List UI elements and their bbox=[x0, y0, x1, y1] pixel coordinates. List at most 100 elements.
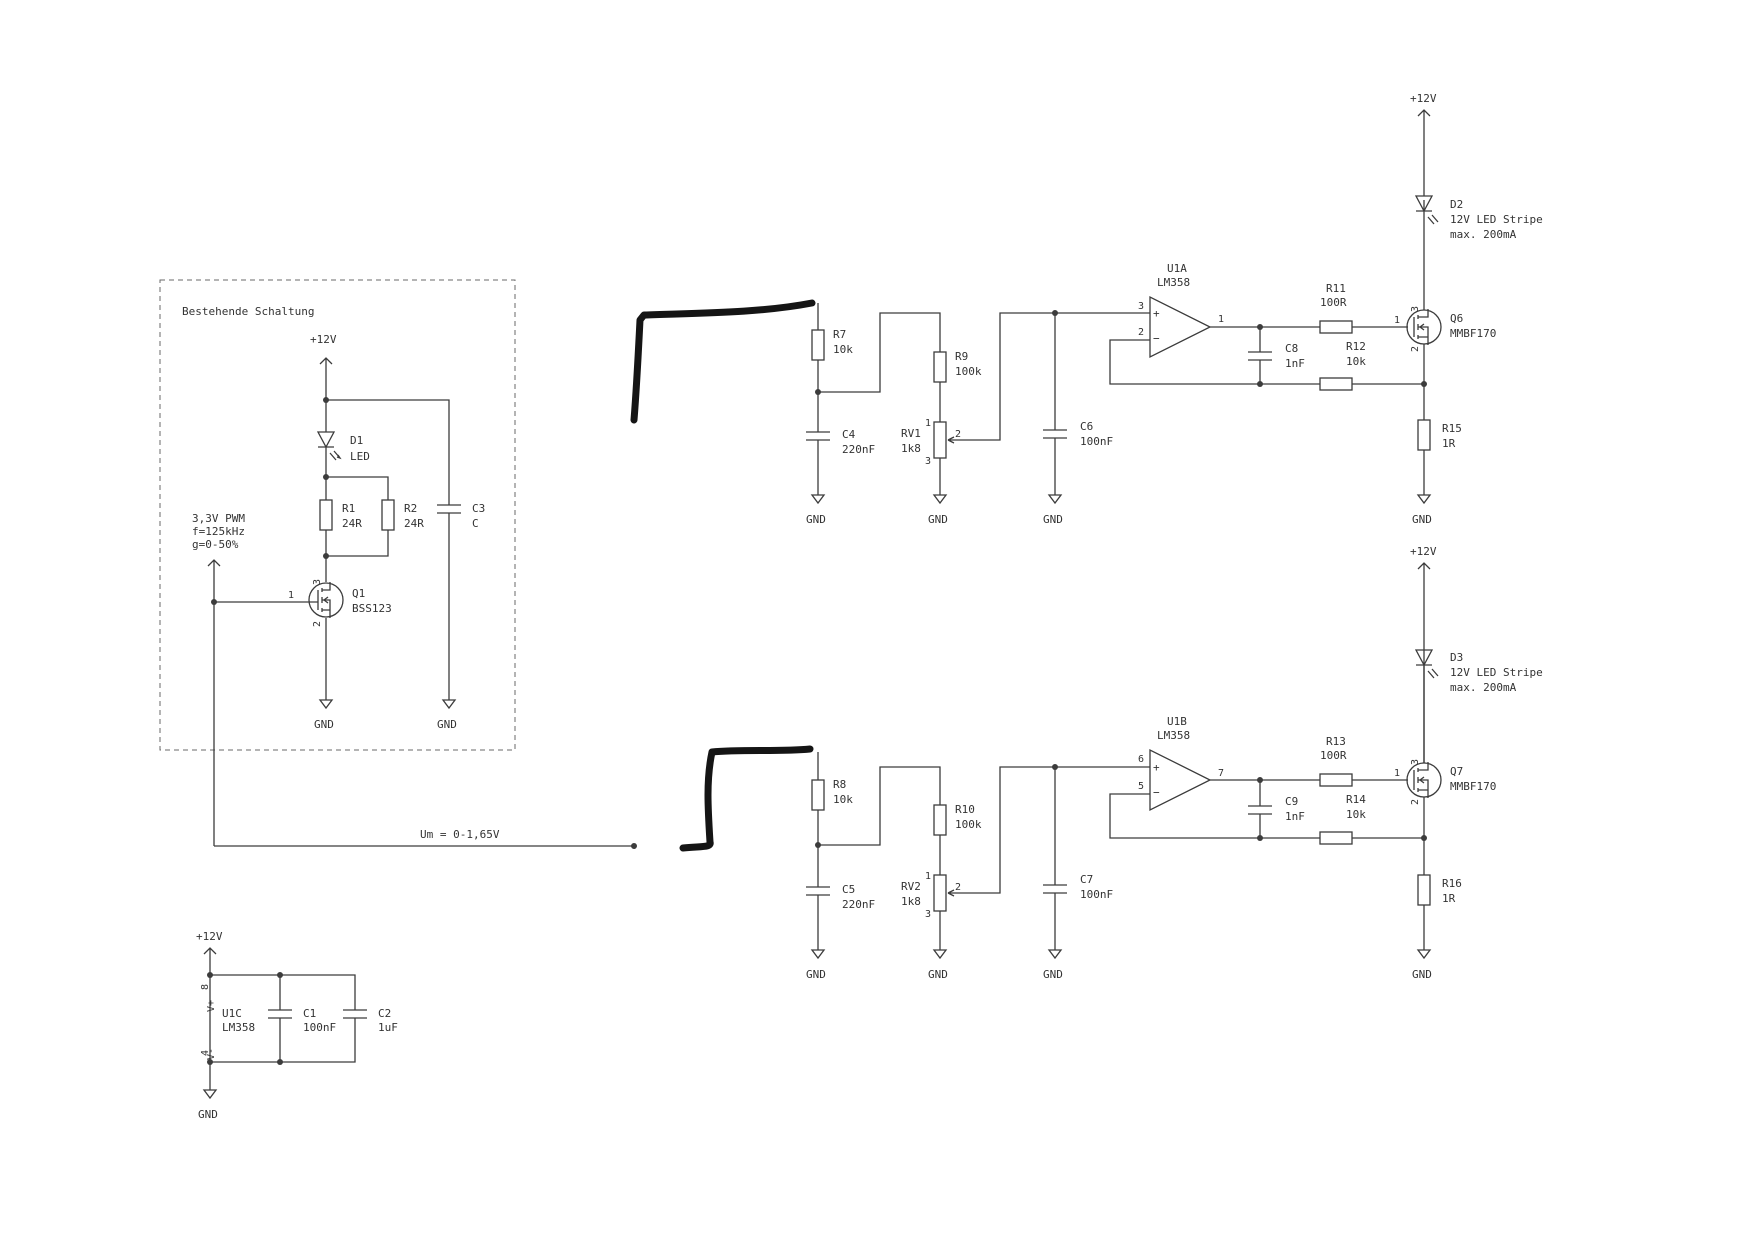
r8-value: 10k bbox=[833, 793, 853, 806]
channel-a: R7 10k C4 220nF GND R9 100k 1 2 3 bbox=[806, 92, 1543, 526]
opamp-u1a: + − 3 2 1 U1A LM358 bbox=[1055, 262, 1320, 385]
ground-symbol-q1: GND bbox=[314, 699, 334, 731]
r9-ref: R9 bbox=[955, 350, 968, 363]
ground-symbol-c3: GND bbox=[437, 699, 457, 731]
capacitor-c3: C3 C bbox=[437, 502, 485, 700]
r12-ref: R12 bbox=[1346, 340, 1366, 353]
u1a-pin-minus: 2 bbox=[1138, 327, 1144, 338]
resistor-r9: R9 100k bbox=[933, 350, 982, 383]
r8-ref: R8 bbox=[833, 778, 846, 791]
pwm-line2: f=125kHz bbox=[192, 525, 245, 538]
power-section: +12V 8 V+ 4 V- U1C LM358 C1 100nF C2 1uF… bbox=[196, 930, 398, 1121]
c6-ref: C6 bbox=[1080, 420, 1093, 433]
rv2-pin2: 2 bbox=[955, 882, 961, 893]
resistor-r7: R7 10k bbox=[811, 328, 853, 361]
d2-ref: D2 bbox=[1450, 198, 1463, 211]
q6-pin-source: 2 bbox=[1410, 346, 1421, 352]
u1a-pin-plus: 3 bbox=[1138, 301, 1144, 312]
r1-ref: R1 bbox=[342, 502, 355, 515]
channel-b: R8 10k C5 220nF GND R10 100k 1 2 3 RV2 1… bbox=[806, 545, 1543, 981]
c3-value: C bbox=[472, 517, 479, 530]
rv1-pin2: 2 bbox=[955, 429, 961, 440]
ground-symbol-power: GND bbox=[198, 1089, 218, 1121]
u1c-ref: U1C bbox=[222, 1007, 242, 1020]
q1-pin-gate: 1 bbox=[288, 590, 294, 601]
pwm-input: 3,3V PWM f=125kHz g=0-50% bbox=[192, 512, 245, 846]
resistor-r10: R10 100k bbox=[933, 803, 982, 836]
rv1-ref: RV1 bbox=[901, 427, 921, 440]
d3-note: max. 200mA bbox=[1450, 681, 1517, 694]
gnd-c4: GND bbox=[806, 513, 826, 526]
r1-value: 24R bbox=[342, 517, 362, 530]
um-label: Um = 0-1,65V bbox=[420, 828, 500, 841]
r10-ref: R10 bbox=[955, 803, 975, 816]
c9-value: 1nF bbox=[1285, 810, 1305, 823]
u1c-pin-vp: 8 bbox=[200, 984, 211, 990]
r11-ref: R11 bbox=[1326, 282, 1346, 295]
q6-pin-gate: 1 bbox=[1394, 315, 1400, 326]
capacitor-c5: C5 220nF GND bbox=[806, 883, 875, 981]
d1-ref: D1 bbox=[350, 434, 363, 447]
u1a-pin-out: 1 bbox=[1218, 314, 1224, 325]
potentiometer-rv1: 1 2 3 RV1 1k8 GND bbox=[901, 312, 1055, 526]
d2-supply: +12V bbox=[1410, 92, 1437, 105]
capacitor-c4: C4 220nF GND bbox=[806, 428, 875, 526]
u1a-minus: − bbox=[1153, 332, 1160, 345]
capacitor-c1: C1 100nF bbox=[268, 1007, 336, 1034]
u1a-value: LM358 bbox=[1157, 276, 1190, 289]
q7-ref: Q7 bbox=[1450, 765, 1463, 778]
u1b-pin-minus: 5 bbox=[1138, 781, 1144, 792]
u1c-vp-label: V+ bbox=[206, 1000, 217, 1012]
capacitor-c8: C8 1nF bbox=[1248, 327, 1305, 384]
hand-drawn-marks bbox=[630, 299, 816, 852]
c8-ref: C8 bbox=[1285, 342, 1298, 355]
resistor-r2: R2 24R bbox=[381, 499, 424, 531]
power-symbol-12v-existing: +12V bbox=[310, 333, 337, 400]
c2-value: 1uF bbox=[378, 1021, 398, 1034]
c7-ref: C7 bbox=[1080, 873, 1093, 886]
opamp-u1b: + − 6 5 7 U1B LM358 bbox=[1055, 715, 1320, 839]
mosfet-q1: 1 3 2 Q1 BSS123 bbox=[214, 556, 392, 700]
q6-value: MMBF170 bbox=[1450, 327, 1496, 340]
rv2-ref: RV2 bbox=[901, 880, 921, 893]
rv2-value: 1k8 bbox=[901, 895, 921, 908]
d3-ref: D3 bbox=[1450, 651, 1463, 664]
q7-pin-source: 2 bbox=[1410, 799, 1421, 805]
mosfet-q6: 1 3 2 Q6 MMBF170 bbox=[1394, 200, 1496, 420]
capacitor-c6: C6 100nF GND bbox=[1043, 420, 1113, 526]
rv1-value: 1k8 bbox=[901, 442, 921, 455]
r15-value: 1R bbox=[1442, 437, 1456, 450]
q7-pin-gate: 1 bbox=[1394, 768, 1400, 779]
gnd-rv1: GND bbox=[928, 513, 948, 526]
rv2-pin1: 1 bbox=[925, 871, 931, 882]
supply-label: +12V bbox=[310, 333, 337, 346]
r13-ref: R13 bbox=[1326, 735, 1346, 748]
gnd-label-2: GND bbox=[437, 718, 457, 731]
c8-value: 1nF bbox=[1285, 357, 1305, 370]
u1b-value: LM358 bbox=[1157, 729, 1190, 742]
u1b-pin-out: 7 bbox=[1218, 768, 1224, 779]
c1-ref: C1 bbox=[303, 1007, 316, 1020]
d1-value: LED bbox=[350, 450, 370, 463]
r11-value: 100R bbox=[1320, 296, 1347, 309]
u1b-pin-plus: 6 bbox=[1138, 754, 1144, 765]
r14-ref: R14 bbox=[1346, 793, 1366, 806]
resistor-r16: R16 1R GND bbox=[1412, 874, 1462, 981]
pwm-line1: 3,3V PWM bbox=[192, 512, 245, 525]
q6-ref: Q6 bbox=[1450, 312, 1463, 325]
gnd-rv2: GND bbox=[928, 968, 948, 981]
existing-circuit-frame bbox=[159, 279, 516, 751]
gnd-r15: GND bbox=[1412, 513, 1432, 526]
d2-value: 12V LED Stripe bbox=[1450, 213, 1543, 226]
resistor-r15: R15 1R GND bbox=[1412, 419, 1462, 526]
rv2-pin3: 3 bbox=[925, 909, 931, 920]
r10-value: 100k bbox=[955, 818, 982, 831]
resistor-r11: R11 100R bbox=[1319, 282, 1353, 334]
r14-value: 10k bbox=[1346, 808, 1366, 821]
c1-value: 100nF bbox=[303, 1021, 336, 1034]
q6-pin-drain: 3 bbox=[1410, 306, 1421, 312]
resistor-r14: R14 10k bbox=[1319, 793, 1366, 845]
r7-ref: R7 bbox=[833, 328, 846, 341]
gnd-r16: GND bbox=[1412, 968, 1432, 981]
